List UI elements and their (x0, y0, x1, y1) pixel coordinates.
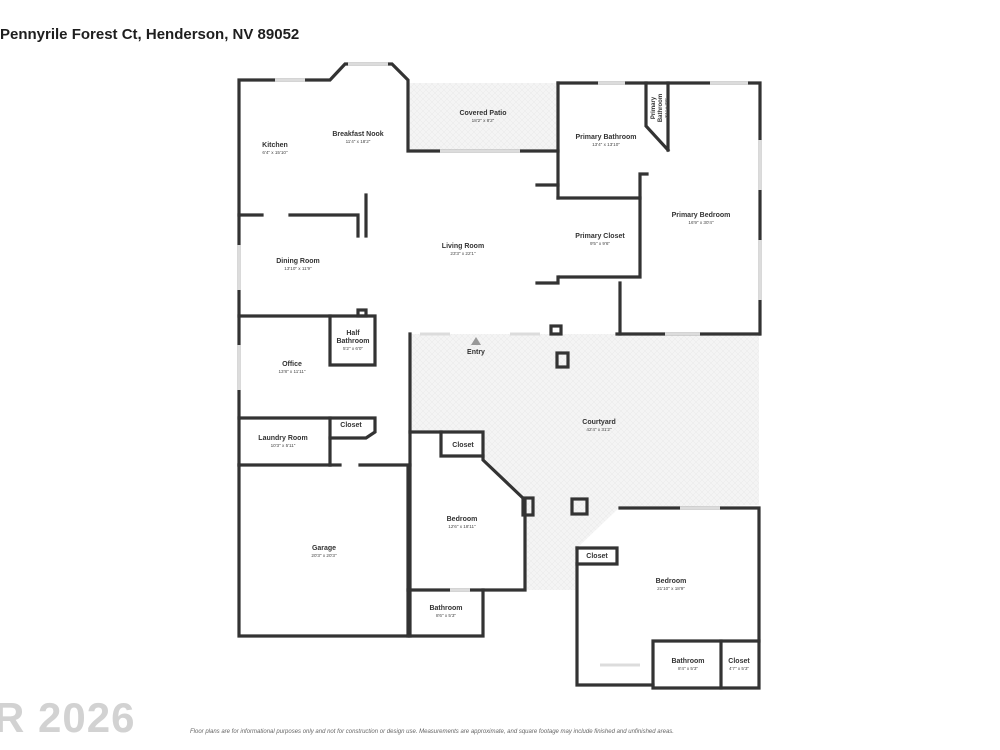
half-bath-label-2: Bathroom (336, 338, 369, 345)
courtyard-label: Courtyard (582, 419, 615, 426)
primary-bedroom-dims: 16'9" x 30'4" (688, 220, 714, 225)
laundry-closet-label: Closet (340, 422, 362, 429)
covered-patio-dims: 18'2" x 8'2" (472, 118, 495, 123)
garage-dims: 20'3" x 20'3" (311, 553, 337, 558)
disclaimer: Floor plans are for informational purpos… (190, 729, 674, 735)
kitchen-dims: 6'4" x 15'10" (262, 150, 288, 155)
bedroom3-closet-label: Closet (586, 553, 608, 560)
laundry-room-dims: 10'3" x 5'11" (271, 443, 296, 448)
half-bath-dims: 5'2" x 6'0" (343, 346, 363, 351)
office-dims: 13'8" x 11'11" (278, 369, 305, 374)
primary-closet-label: Primary Closet (575, 233, 625, 240)
kitchen-label: Kitchen (262, 142, 288, 149)
courtyard-dims: 42'4" x 31'2" (586, 427, 612, 432)
primary-bathroom-label: Primary Bathroom (575, 134, 636, 141)
garage-label: Garage (312, 545, 336, 552)
bedroom3-label: Bedroom (656, 578, 687, 585)
small-closet-dims: 4'7" x 5'3" (729, 666, 749, 671)
bathroom2-label: Bathroom (429, 605, 462, 612)
bedroom2-label: Bedroom (447, 516, 478, 523)
dining-room-dims: 13'10" x 11'9" (284, 266, 312, 271)
windows (237, 62, 762, 667)
primary-closet-dims: 9'5" x 9'6" (590, 241, 610, 246)
half-bath-label-1: Half (346, 330, 360, 337)
laundry-room-label: Laundry Room (258, 435, 307, 442)
primary-bathroom-dims: 13'4" x 13'10" (592, 142, 620, 147)
primary-small-bath-label-1: Primary (651, 96, 657, 119)
bathroom3-label: Bathroom (671, 658, 704, 665)
breakfast-nook-dims: 11'4" x 18'2" (346, 139, 371, 144)
bedroom2-dims: 12'6" x 18'11" (448, 524, 476, 529)
living-room-label: Living Room (442, 243, 484, 250)
entry-label: Entry (467, 349, 485, 356)
entry-arrow-icon (471, 337, 481, 345)
bedroom3-dims: 21'10" x 18'9" (657, 586, 685, 591)
courtyard-floor (410, 334, 759, 590)
breakfast-nook-label: Breakfast Nook (332, 131, 383, 138)
page-title: Pennyrile Forest Ct, Henderson, NV 89052 (0, 26, 300, 43)
bathroom2-dims: 8'6" x 5'3" (436, 613, 456, 618)
dining-room-label: Dining Room (276, 258, 320, 265)
watermark: R 2026 (0, 694, 136, 741)
primary-small-bath-label-2: Bathroom (658, 94, 664, 122)
primary-small-bath-dims: 3'1" x 7'0" (664, 98, 669, 118)
primary-bedroom-label: Primary Bedroom (672, 212, 731, 219)
bedroom2-closet-label: Closet (452, 442, 474, 449)
living-room-dims: 23'3" x 22'1" (450, 251, 476, 256)
bathroom3-dims: 8'4" x 5'3" (678, 666, 698, 671)
covered-patio-label: Covered Patio (459, 110, 506, 117)
covered-patio-floor (409, 83, 558, 151)
office-label: Office (282, 361, 302, 368)
small-closet-label: Closet (728, 658, 750, 665)
